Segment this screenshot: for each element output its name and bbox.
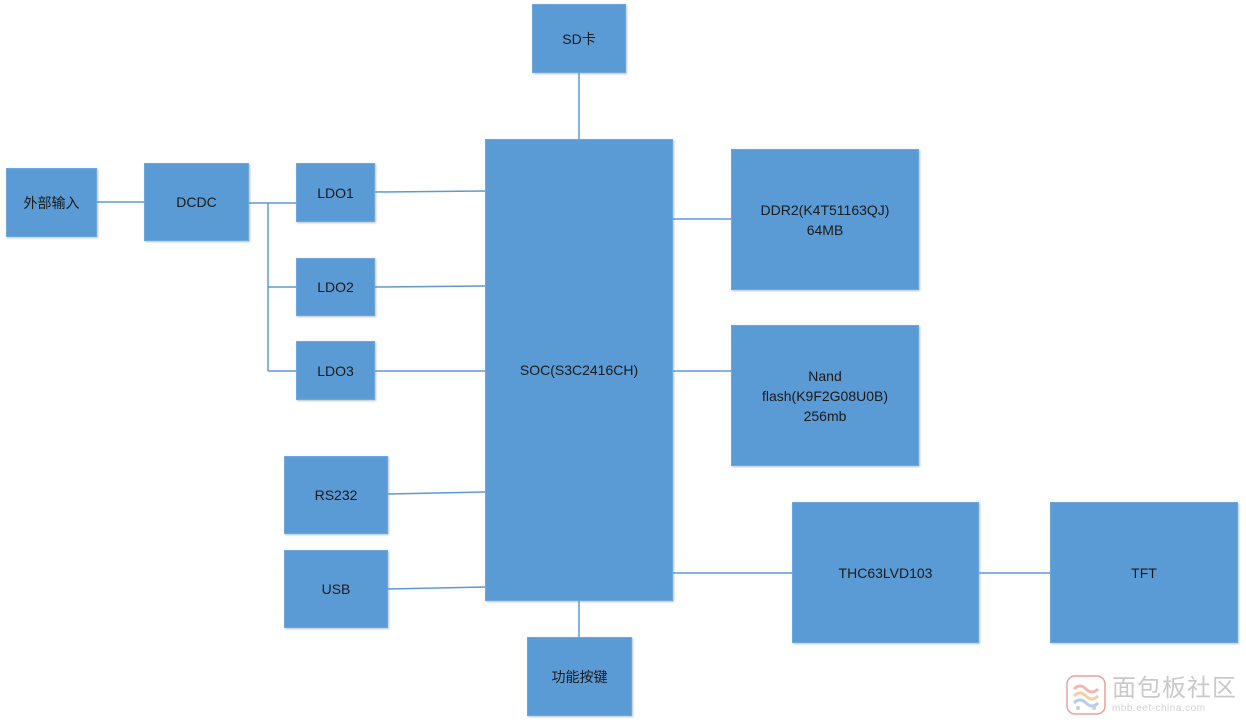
rs232-block: RS232: [284, 456, 388, 534]
ldo2-block: LDO2: [296, 258, 375, 316]
tft-block: TFT: [1050, 502, 1238, 643]
ldo1-label: LDO1: [317, 184, 354, 201]
external-input-label: 外部输入: [23, 194, 80, 211]
ddr2-label: DDR2(K4T51163QJ) 64MB: [760, 201, 890, 238]
watermark: 面包板社区 mbb.eet-china.com: [1066, 670, 1242, 720]
nand-flash-block: Nand flash(K9F2G08U0B) 256mb: [731, 325, 919, 466]
watermark-text: 面包板社区 mbb.eet-china.com: [1112, 674, 1237, 714]
wire-usb-soc: [387, 586, 486, 590]
rs232-label: RS232: [314, 487, 358, 503]
mianbaoban-logo-icon: [1066, 675, 1106, 715]
nand-flash-label: Nand flash(K9F2G08U0B) 256mb: [761, 367, 889, 424]
dcdc-label: DCDC: [176, 194, 217, 210]
tft-label: TFT: [1131, 564, 1157, 581]
soc-block: SOC(S3C2416CH): [485, 139, 673, 601]
wire-ldo1-soc: [374, 190, 486, 193]
ldo3-label: LDO3: [317, 362, 354, 379]
ldo3-block: LDO3: [296, 341, 375, 400]
watermark-title: 面包板社区: [1112, 674, 1237, 702]
ldo1-block: LDO1: [296, 163, 375, 222]
dcdc-block: DCDC: [144, 163, 249, 241]
ddr2-block: DDR2(K4T51163QJ) 64MB: [731, 149, 919, 290]
thc63lvd103-label: THC63LVD103: [838, 564, 933, 581]
sd-card-label: SD卡: [562, 30, 596, 47]
wire-ldo2-soc: [374, 285, 486, 288]
thc63lvd103-block: THC63LVD103: [792, 502, 979, 643]
watermark-url: mbb.eet-china.com: [1112, 702, 1206, 714]
wire-rs232-soc: [387, 491, 486, 495]
usb-label: USB: [321, 581, 351, 597]
sd-card-block: SD卡: [532, 4, 626, 73]
function-keys-label: 功能按键: [551, 668, 608, 685]
function-keys-block: 功能按键: [527, 637, 632, 716]
external-input-block: 外部输入: [6, 168, 97, 237]
usb-block: USB: [284, 550, 388, 628]
ldo2-label: LDO2: [317, 279, 354, 295]
soc-label: SOC(S3C2416CH): [519, 362, 639, 378]
